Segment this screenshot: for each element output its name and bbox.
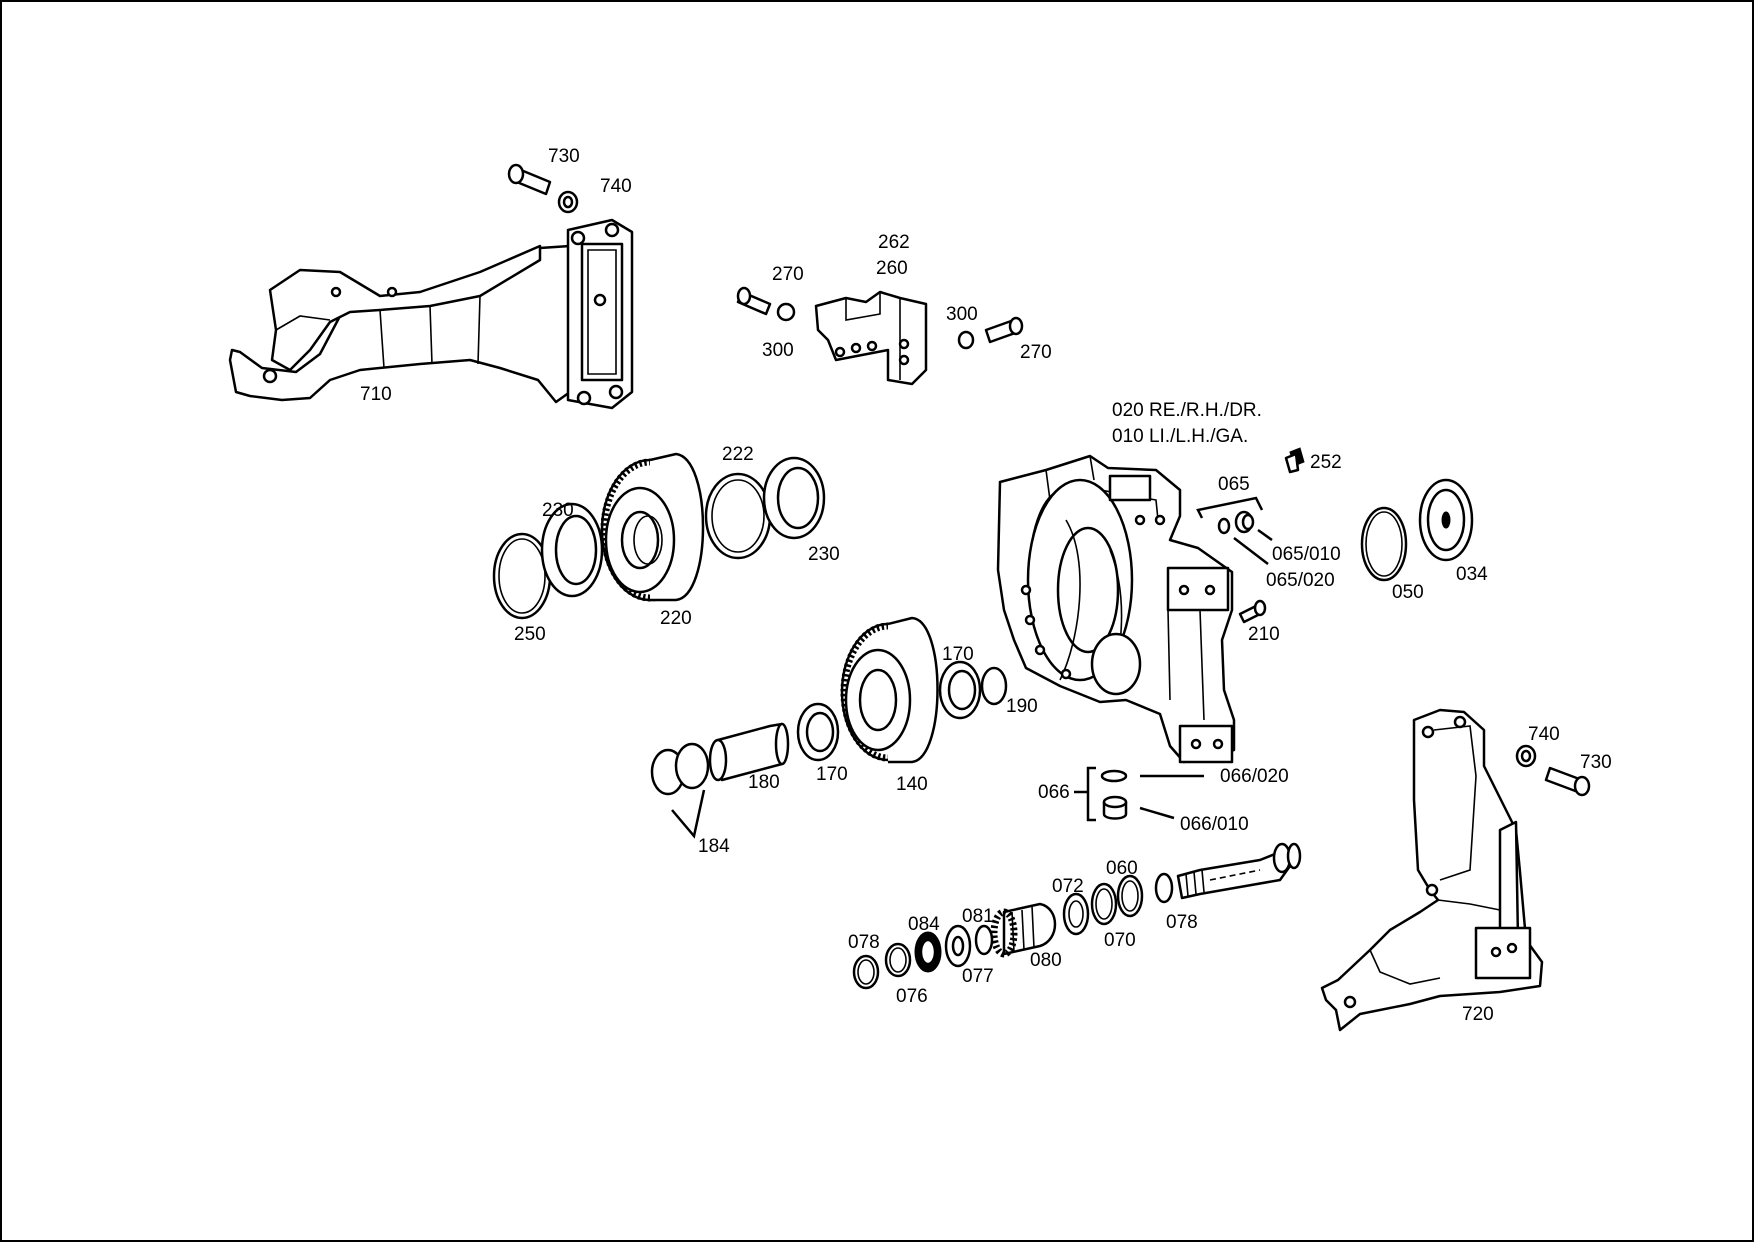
part-260-clamp (814, 290, 928, 386)
label-065: 065 (1218, 474, 1250, 495)
part-078-ring-right (1154, 872, 1174, 904)
part-078-ring-left (852, 954, 880, 990)
label-084: 084 (908, 914, 940, 935)
label-170-right: 170 (942, 644, 974, 665)
part-730-bolt-top (507, 163, 552, 196)
part-066-020 (1100, 769, 1128, 783)
part-720-bracket (1320, 708, 1544, 1032)
part-300-washer-right (957, 330, 975, 350)
leader-065-020 (1233, 537, 1269, 565)
label-065-020: 065/020 (1266, 570, 1335, 591)
part-072-ring (1062, 892, 1090, 936)
label-034: 034 (1456, 564, 1488, 585)
label-730-bottom: 730 (1580, 752, 1612, 773)
label-065-010: 065/010 (1272, 544, 1341, 565)
label-262: 262 (878, 232, 910, 253)
part-084-bearing (914, 931, 942, 973)
label-060: 060 (1106, 858, 1138, 879)
label-072: 072 (1052, 876, 1084, 897)
part-060-ring (1116, 874, 1144, 918)
part-222-ring (704, 472, 772, 560)
label-180: 180 (748, 772, 780, 793)
part-080-gear (990, 902, 1057, 958)
label-730-top: 730 (548, 146, 580, 167)
part-081-ring (974, 924, 994, 956)
label-300-right: 300 (946, 304, 978, 325)
label-740-top: 740 (600, 176, 632, 197)
part-180-pin (708, 722, 790, 782)
label-066-010: 066/010 (1180, 814, 1249, 835)
label-210: 210 (1248, 624, 1280, 645)
leader-066-010 (1139, 806, 1175, 820)
label-720: 720 (1462, 1004, 1494, 1025)
part-740-washer-top (557, 190, 579, 214)
part-230-bearing-right (762, 456, 826, 540)
part-066-010 (1102, 795, 1128, 820)
label-housing-rh: 020 RE./R.H./DR. (1112, 400, 1262, 421)
label-184: 184 (698, 836, 730, 857)
part-184-rings (650, 742, 710, 796)
part-730-bolt-bottom (1544, 766, 1591, 797)
part-190-ring (980, 666, 1008, 706)
label-250: 250 (514, 624, 546, 645)
part-252-screw (1284, 447, 1305, 474)
part-300-washer-left (776, 302, 796, 322)
part-140-gear (840, 616, 939, 764)
part-710-bracket (228, 218, 634, 410)
part-170-bearing-right (938, 660, 982, 720)
label-housing-lh: 010 LI./L.H./GA. (1112, 426, 1248, 447)
part-034-seal (1418, 478, 1474, 562)
part-077-washer (944, 924, 972, 968)
label-140: 140 (896, 774, 928, 795)
part-076-ring (884, 942, 912, 978)
label-080: 080 (1030, 950, 1062, 971)
label-710: 710 (360, 384, 392, 405)
bracket-066 (1074, 766, 1096, 822)
label-078-right: 078 (1166, 912, 1198, 933)
part-070-ring (1090, 882, 1118, 926)
label-252: 252 (1310, 452, 1342, 473)
label-066: 066 (1038, 782, 1070, 803)
label-076: 076 (896, 986, 928, 1007)
label-230-left: 230 (542, 500, 574, 521)
label-230-right: 230 (808, 544, 840, 565)
part-230-bearing-left (540, 502, 604, 598)
part-740-washer-bottom (1515, 744, 1537, 768)
part-270-bolt-right (984, 316, 1024, 344)
part-220-gear (600, 452, 705, 602)
label-740-bottom: 740 (1528, 724, 1560, 745)
label-270-right: 270 (1020, 342, 1052, 363)
label-260: 260 (876, 258, 908, 279)
part-050-ring (1360, 506, 1408, 582)
label-300-left: 300 (762, 340, 794, 361)
label-270-left: 270 (772, 264, 804, 285)
label-050: 050 (1392, 582, 1424, 603)
label-222: 222 (722, 444, 754, 465)
label-070: 070 (1104, 930, 1136, 951)
label-220: 220 (660, 608, 692, 629)
label-170-left: 170 (816, 764, 848, 785)
leader-184 (671, 789, 706, 839)
part-270-bolt-left (736, 286, 772, 316)
label-077: 077 (962, 966, 994, 987)
part-065-assembly (1196, 496, 1264, 535)
part-210-bolt (1238, 599, 1267, 624)
label-190: 190 (1006, 696, 1038, 717)
label-066-020: 066/020 (1220, 766, 1289, 787)
label-078-left: 078 (848, 932, 880, 953)
part-shaft (1176, 842, 1302, 900)
leader-065-010 (1257, 528, 1273, 542)
label-081: 081 (962, 906, 994, 927)
part-170-bearing-left (796, 702, 840, 762)
part-010-020-housing (996, 454, 1236, 764)
